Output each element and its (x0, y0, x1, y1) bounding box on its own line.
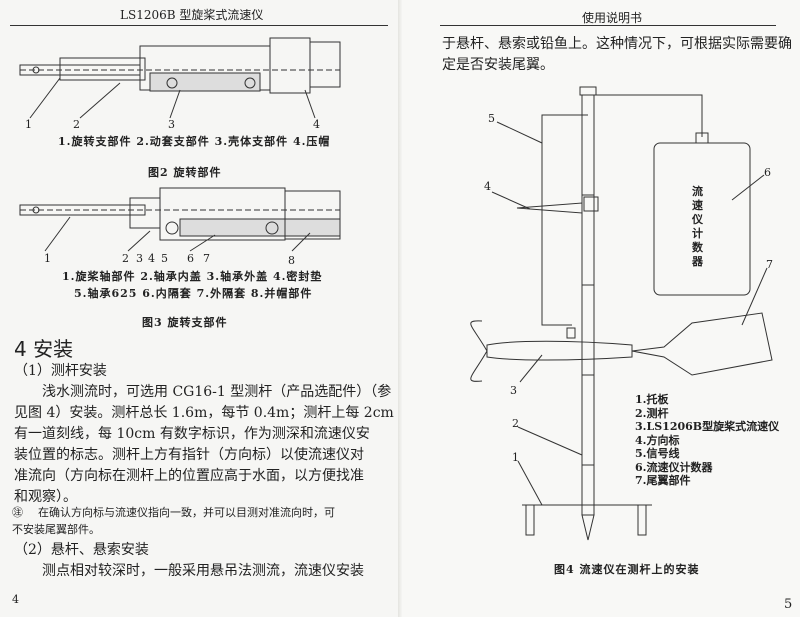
fig2-callout-4: 4 (313, 118, 320, 131)
note-line-2: 不安装尾翼部件。 (12, 523, 100, 536)
fig2-callout-3: 3 (168, 118, 175, 131)
fig4-caption: 图4 流速仪在测杆上的安装 (554, 563, 700, 576)
fig3-callout-3: 3 (136, 252, 143, 265)
figure2-drawing (19, 37, 341, 119)
paragraph-1: 浅水测流时，可选用 CG16-1 型测杆（产品选配件）（参 见图 4）安装。测杆… (14, 382, 394, 508)
fig4-callout-6: 6 (764, 166, 771, 179)
subsection-heading-1: （1）测杆安装 (14, 363, 107, 379)
fig4-callout-2: 2 (512, 417, 519, 430)
paragraph-line: 浅水测流时，可选用 CG16-1 型测杆（产品选配件）（参 (42, 384, 392, 400)
fig4-callout-3: 3 (510, 384, 517, 397)
page-number: 5 (784, 597, 793, 612)
legend-item: 7.尾翼部件 (635, 474, 691, 487)
fig3-callout-7: 7 (203, 252, 210, 265)
figure4-drawing (470, 86, 773, 541)
fig3-caption: 图3 旋转支部件 (142, 316, 228, 329)
page-header: LS1206B 型旋桨式流速仪 (120, 8, 264, 22)
fig4-legend: 1.托板 2.测杆 3.LS1206B型旋桨式流速仪 4.方向标 5.信号线 6… (635, 393, 779, 488)
legend-item: 1.托板 (635, 393, 669, 406)
subsection-heading-2: （2）悬杆、悬索安装 (14, 542, 149, 558)
fig3-callout-6: 6 (187, 252, 194, 265)
fig4-callout-5: 5 (488, 112, 495, 125)
left-page: LS1206B 型旋桨式流速仪 1 2 3 4 1.旋转支部件 2.动套支部件 … (10, 8, 394, 606)
right-page: 使用说明书 于悬杆、悬索或铅鱼上。这种情况下，可根据实际需要确 定是否安装尾翼。 (402, 0, 800, 617)
paragraph-line-1: 于悬杆、悬索或铅鱼上。这种情况下，可根据实际需要确 (442, 36, 792, 52)
legend-item: 4.方向标 (635, 433, 680, 447)
fig3-callout-8: 8 (288, 254, 295, 267)
legend-item: 3.LS1206B型旋桨式流速仪 (635, 420, 780, 433)
fig2-legend: 1.旋转支部件 2.动套支部件 3.壳体支部件 4.压帽 (58, 135, 331, 148)
counter-label: 流速仪计数器 (692, 185, 703, 268)
fig2-callout-2: 2 (73, 118, 80, 131)
fig3-callout-4: 4 (148, 252, 155, 265)
page-number: 4 (12, 593, 19, 606)
fig4-callout-4: 4 (484, 180, 491, 193)
fig4-callout-1: 1 (512, 451, 519, 464)
section-heading: 4 安装 (14, 337, 74, 361)
header-rule (10, 25, 388, 26)
figure3-drawing (19, 187, 341, 252)
fig3-callout-5: 5 (161, 252, 168, 265)
paragraph-line: 装位置的标志。测杆上方有指针（方向标）以使流速仪对 (14, 447, 364, 463)
page-gutter (398, 0, 403, 617)
legend-item: 5.信号线 (635, 447, 680, 460)
paragraph-line: 见图 4）安装。测杆总长 1.6m，每节 0.4m；测杆上每 2cm (14, 405, 394, 421)
fig2-caption: 图2 旋转部件 (148, 166, 222, 179)
paragraph-2: 测点相对较深时，一般采用悬吊法测流，流速仪安装 (42, 563, 364, 579)
paragraph-line: 有一道刻线，每 10cm 有数字标识，作为测深和流速仪安 (14, 426, 370, 442)
header-rule (440, 25, 776, 26)
page-header: 使用说明书 (582, 11, 643, 25)
fig3-callout-2: 2 (122, 252, 129, 265)
paragraph-line-2: 定是否安装尾翼。 (442, 57, 554, 73)
legend-item: 2.测杆 (635, 406, 669, 420)
paragraph-line: 和观察）。 (14, 489, 77, 505)
fig3-legend-line1: 1.旋桨轴部件 2.轴承内盖 3.轴承外盖 4.密封垫 (62, 270, 323, 283)
note-icon: ㊟ (12, 506, 23, 519)
fig2-callout-1: 1 (25, 118, 32, 131)
fig4-callout-7: 7 (766, 258, 773, 271)
fig3-callout-1: 1 (44, 252, 51, 265)
fig3-legend-line2: 5.轴承625 6.内隔套 7.外隔套 8.并帽部件 (74, 287, 313, 300)
note-line-1: 在确认方向标与流速仪指向一致，并可以目测对准流向时，可 (38, 506, 335, 519)
legend-item: 6.流速仪计数器 (635, 460, 713, 474)
paragraph-line: 准流向（方向标在测杆上的位置应高于水面，以方便找准 (14, 468, 364, 484)
